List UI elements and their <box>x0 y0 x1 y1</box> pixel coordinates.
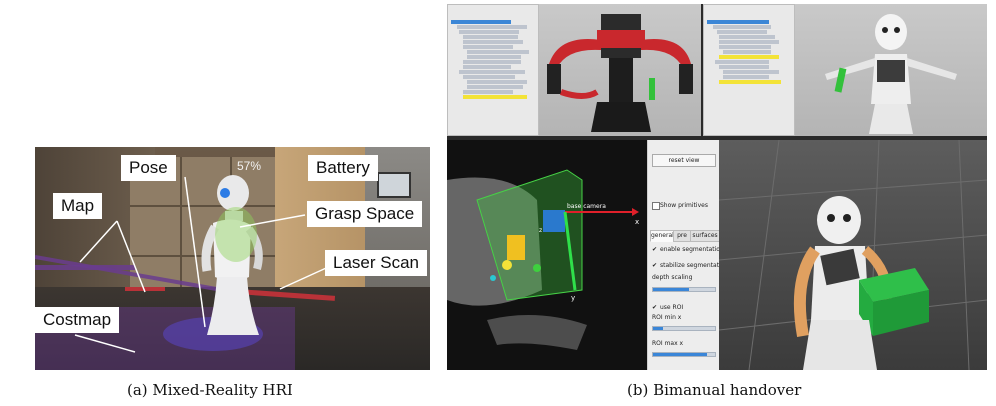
show-primitives-checkbox[interactable] <box>652 202 660 210</box>
monitor <box>377 172 411 198</box>
tab-pre[interactable]: pre <box>673 230 691 242</box>
axis-z-label: z <box>539 227 542 234</box>
tree-list-2[interactable] <box>707 20 791 84</box>
pepper-viewport[interactable] <box>795 4 987 136</box>
axis-y-label: y <box>571 294 575 302</box>
roi-min-x-label: ROI min x <box>652 314 682 321</box>
roi-max-x-label: ROI max x <box>652 340 684 347</box>
pepper-robot <box>201 175 263 335</box>
battery-label: Battery <box>308 155 378 181</box>
tree-list[interactable] <box>451 20 535 99</box>
use-roi-label: use ROI <box>660 304 684 311</box>
pepper-handover-scene <box>718 139 987 370</box>
pepper-robot-sim <box>825 14 957 134</box>
laser-scan-line-2 <box>125 287 165 291</box>
segmentation-control-panel: reset view Show primitives general pre s… <box>647 140 728 370</box>
grasp-space-overlay <box>215 207 257 262</box>
camera-frame-label: base camera <box>567 203 606 210</box>
use-roi-check[interactable]: ✔ <box>652 304 658 311</box>
map-label: Map <box>53 193 103 219</box>
caption-b: (b) Bimanual handover <box>627 381 802 399</box>
handover-viewport[interactable] <box>718 139 987 370</box>
show-primitives-label: Show primitives <box>660 202 708 209</box>
mixed-reality-hri-photo: Pose 57% Battery Map Grasp Space Laser S… <box>35 147 430 370</box>
roi-min-x-slider[interactable] <box>652 326 716 331</box>
map-overlay-line-2 <box>35 265 135 270</box>
grasp-space-label: Grasp Space <box>307 201 423 227</box>
enable-segmentation-label: enable segmentation <box>660 246 724 253</box>
battery-percent: 57% <box>237 159 262 173</box>
stabilize-segmentation-check[interactable]: ✔ <box>652 262 658 269</box>
baxter-viewport[interactable] <box>539 4 701 136</box>
costmap-label: Costmap <box>35 307 120 333</box>
left-tree-panel[interactable] <box>447 4 539 136</box>
tab-general[interactable]: general <box>650 230 674 242</box>
baxter-robot <box>547 14 693 132</box>
roi-max-x-slider[interactable] <box>652 352 716 357</box>
point-cloud-viewport[interactable]: x y z base camera <box>447 140 647 370</box>
enable-segmentation-check[interactable]: ✔ <box>652 246 658 253</box>
bimanual-handover-collage: x y z base camera reset view Show primit… <box>447 4 987 370</box>
right-tree-panel[interactable] <box>703 4 795 136</box>
depth-scaling-slider[interactable] <box>652 287 716 292</box>
axis-x-label: x <box>635 218 639 226</box>
callout-lines <box>74 176 336 353</box>
tab-surfaces[interactable]: surfaces <box>690 230 720 242</box>
point-cloud: x y z base camera <box>447 169 639 350</box>
reset-view-button[interactable]: reset view <box>652 154 716 167</box>
caption-a: (a) Mixed-Reality HRI <box>127 381 293 399</box>
depth-scaling-label: depth scaling <box>652 274 693 281</box>
pose-label: Pose <box>121 155 176 181</box>
laser-scan-label: Laser Scan <box>325 250 427 276</box>
stabilize-segmentation-label: stabilize segmentation <box>660 262 729 269</box>
